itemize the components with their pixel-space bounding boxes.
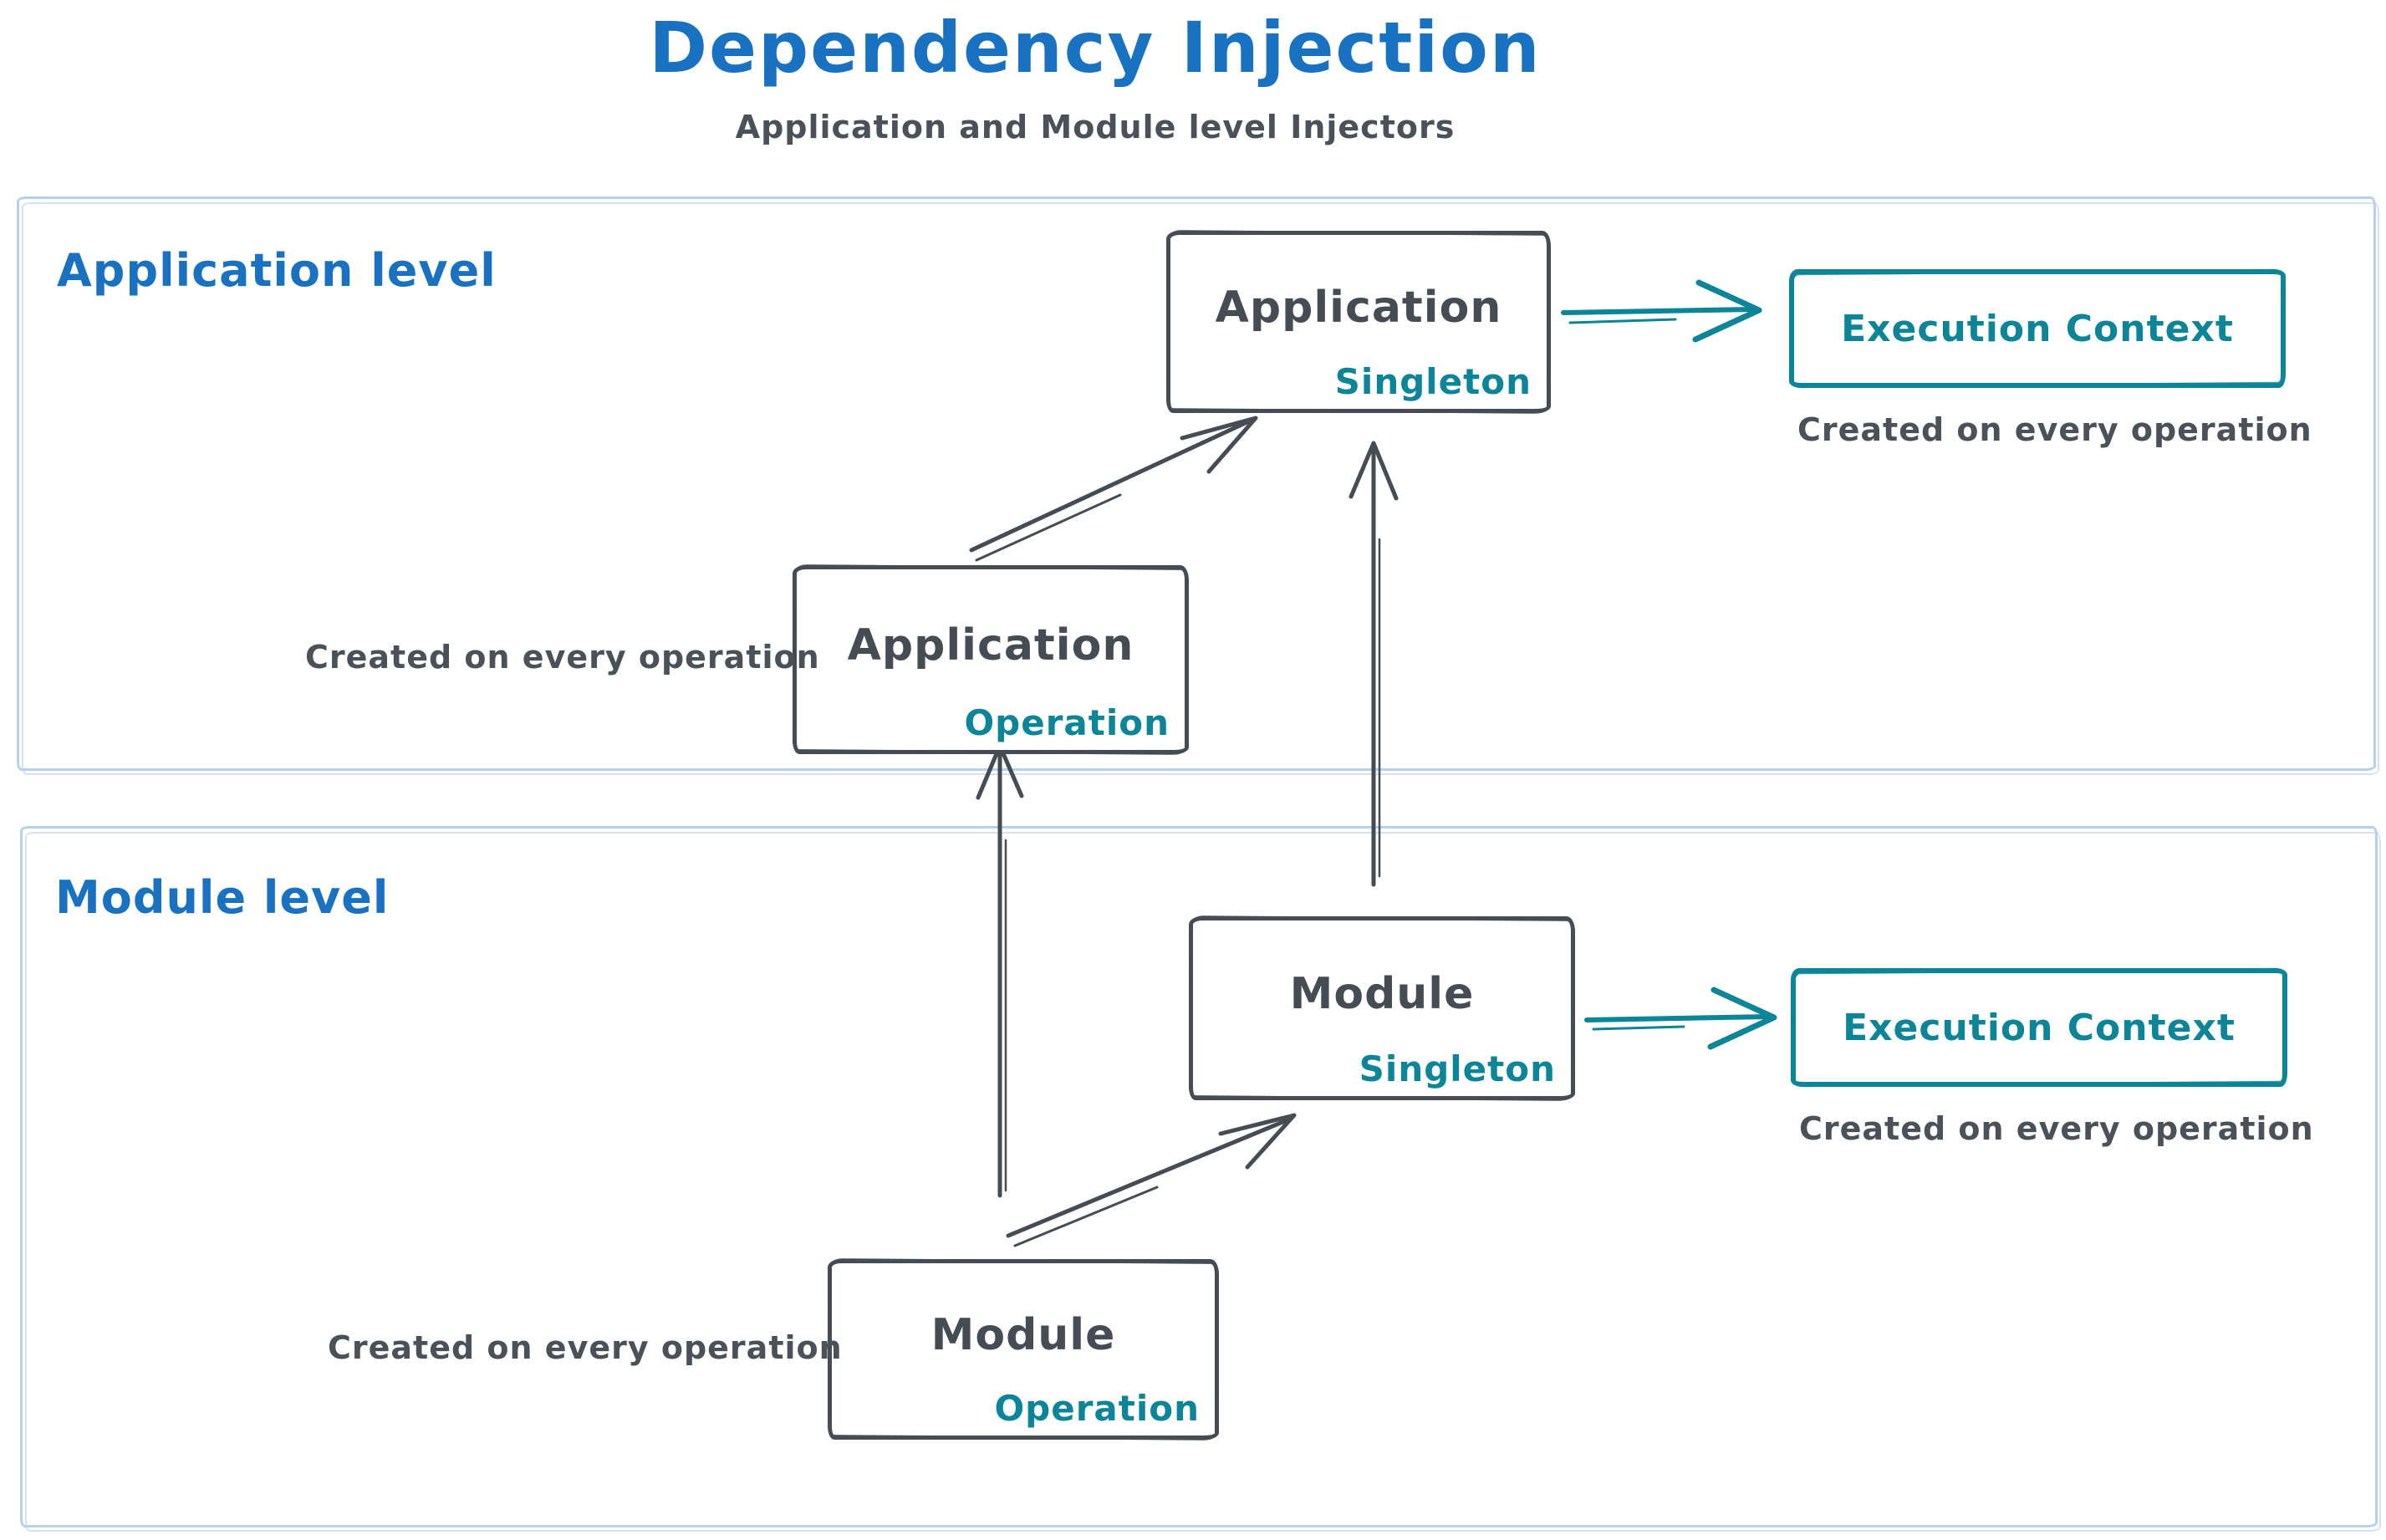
node-application-operation-badge: Operation — [964, 702, 1170, 743]
diagram-title: Dependency Injection — [649, 7, 1542, 89]
node-application-singleton-title: Application — [1215, 283, 1502, 333]
node-module-singleton: Module Singleton — [1189, 916, 1575, 1100]
caption-module-execution-context: Created on every operation — [1799, 1110, 2314, 1147]
node-module-operation: Module Operation — [828, 1259, 1219, 1440]
caption-app-execution-context: Created on every operation — [1797, 411, 2312, 448]
node-module-operation-badge: Operation — [994, 1388, 1200, 1429]
application-level-section — [17, 196, 2376, 771]
node-module-operation-title: Module — [930, 1310, 1116, 1360]
node-module-singleton-title: Module — [1289, 969, 1475, 1019]
node-application-singleton-badge: Singleton — [1334, 361, 1532, 402]
node-module-execution-context: Execution Context — [1791, 968, 2287, 1087]
node-application-execution-context: Execution Context — [1789, 269, 2286, 388]
node-module-execution-context-title: Execution Context — [1843, 1006, 2236, 1049]
caption-module-operation: Created on every operation — [328, 1329, 843, 1366]
module-level-section — [20, 826, 2378, 1527]
node-application-operation-title: Application — [847, 620, 1134, 671]
node-module-singleton-badge: Singleton — [1359, 1048, 1556, 1089]
node-application-execution-context-title: Execution Context — [1841, 307, 2234, 350]
application-level-label: Application level — [57, 244, 497, 297]
node-application-singleton: Application Singleton — [1166, 231, 1551, 413]
module-level-label: Module level — [55, 871, 390, 924]
diagram-subtitle: Application and Module level Injectors — [735, 109, 1456, 145]
node-application-operation: Application Operation — [793, 565, 1189, 754]
caption-app-operation: Created on every operation — [305, 639, 820, 676]
